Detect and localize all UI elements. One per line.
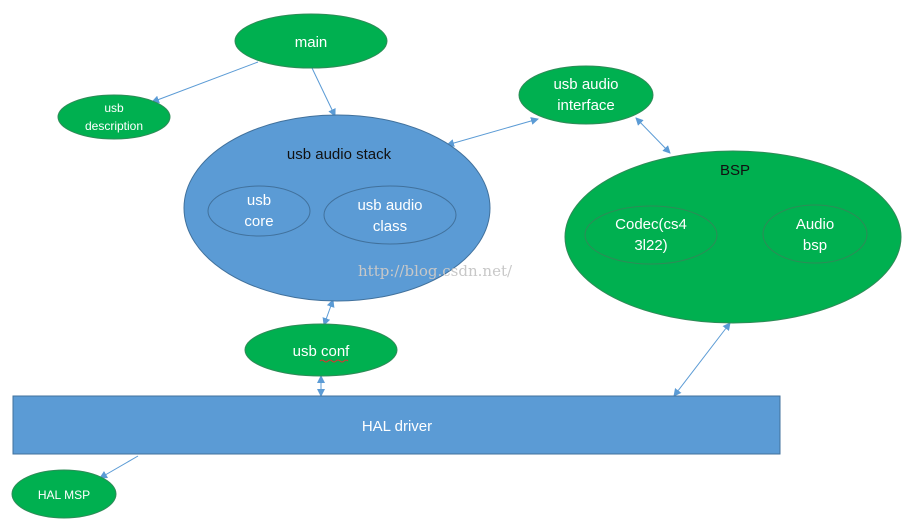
edge-usb-audio-interface-bsp <box>635 117 671 154</box>
node-hal-driver: HAL driver <box>12 395 781 455</box>
node-usb-audio-class-line1: usb audio <box>357 197 422 214</box>
edge-hal-driver-to-hal-msp <box>99 455 139 479</box>
node-usb-audio-interface: usb audio interface <box>518 65 654 125</box>
edge-main-to-usb-audio-stack <box>311 67 336 117</box>
node-main: main <box>234 13 388 69</box>
edge-usb-audio-stack-usb-conf <box>322 299 335 326</box>
node-usb-description: usb description <box>57 94 171 140</box>
edge-bsp-hal-driver <box>673 322 731 397</box>
node-bsp-label: BSP <box>720 162 750 179</box>
node-usb-conf: usb conf <box>244 323 398 377</box>
node-bsp: BSP <box>564 150 902 324</box>
node-usb-audio-class: usb audio class <box>323 185 457 245</box>
edge-main-to-usb-description <box>151 61 259 104</box>
edge-usb-audio-stack-usb-audio-interface <box>446 117 539 147</box>
node-usb-audio-interface-line2: interface <box>557 97 615 114</box>
node-codec-line2: 3l22) <box>634 237 667 254</box>
node-codec: Codec(cs4 3l22) <box>584 205 718 265</box>
node-hal-msp-label: HAL MSP <box>38 488 90 502</box>
watermark: http://blog.csdn.net/ <box>358 262 513 280</box>
node-hal-driver-label: HAL driver <box>362 418 432 435</box>
node-usb-description-line1: usb <box>104 101 124 115</box>
spellcheck-underline <box>319 359 349 363</box>
node-codec-line1: Codec(cs4 <box>615 216 687 233</box>
node-usb-core-line1: usb <box>247 192 271 209</box>
node-usb-description-line2: description <box>85 119 143 133</box>
node-audio-bsp: Audio bsp <box>762 204 868 264</box>
node-audio-bsp-line2: bsp <box>803 237 827 254</box>
node-usb-conf-label: usb conf <box>293 343 351 360</box>
node-usb-audio-interface-line1: usb audio <box>553 76 618 93</box>
node-main-label: main <box>295 34 328 51</box>
node-usb-core: usb core <box>207 185 311 237</box>
node-audio-bsp-line1: Audio <box>796 216 834 233</box>
node-usb-audio-stack-label: usb audio stack <box>287 146 392 163</box>
node-usb-core-line2: core <box>244 213 273 230</box>
node-usb-audio-class-line2: class <box>373 218 407 235</box>
node-hal-msp: HAL MSP <box>11 469 117 519</box>
